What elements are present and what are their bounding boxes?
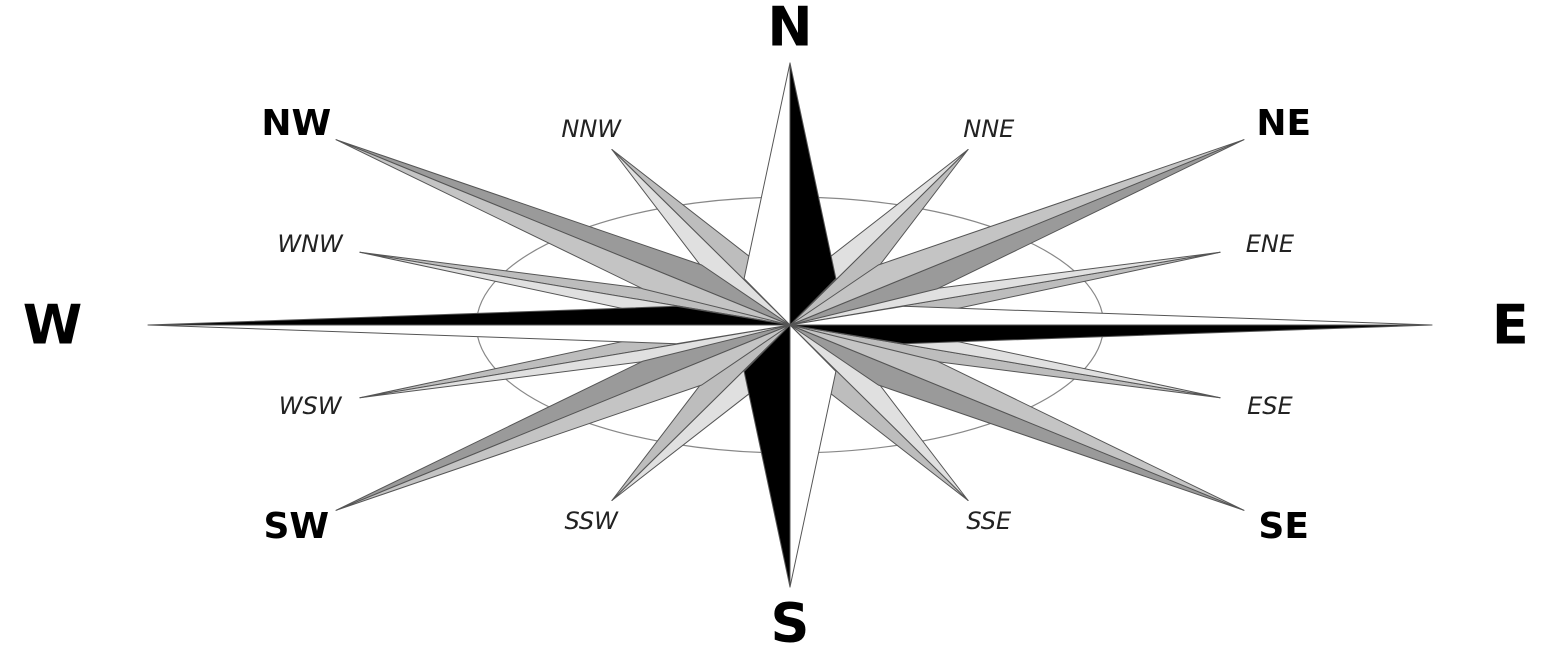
label-e: E [1492, 294, 1529, 357]
label-sse: SSE [966, 507, 1012, 535]
s-point-dark [744, 325, 790, 587]
n-point-light [744, 63, 790, 325]
label-nne: NNE [963, 115, 1015, 143]
label-ne: NE [1256, 103, 1311, 144]
se-point-light [790, 325, 1244, 510]
n-point-dark [790, 63, 836, 325]
label-ese: ESE [1247, 392, 1293, 420]
w-point-dark [148, 306, 790, 325]
w-point-light [148, 325, 790, 344]
s-point-light [790, 325, 836, 587]
label-w: W [23, 294, 83, 357]
label-nnw: NNW [561, 115, 622, 143]
sw-point-light [336, 325, 790, 510]
e-point-light [790, 306, 1432, 325]
label-wsw: WSW [279, 392, 343, 420]
ne-point-light [790, 140, 1244, 325]
label-ssw: SSW [565, 507, 620, 535]
label-sw: SW [263, 506, 329, 547]
label-se: SE [1258, 506, 1309, 547]
nw-point-light [336, 140, 790, 325]
label-ene: ENE [1246, 230, 1295, 258]
e-point-dark [790, 325, 1432, 344]
label-nw: NW [261, 103, 331, 144]
label-s: S [771, 592, 810, 645]
label-n: N [767, 0, 812, 59]
label-wnw: WNW [277, 230, 344, 258]
